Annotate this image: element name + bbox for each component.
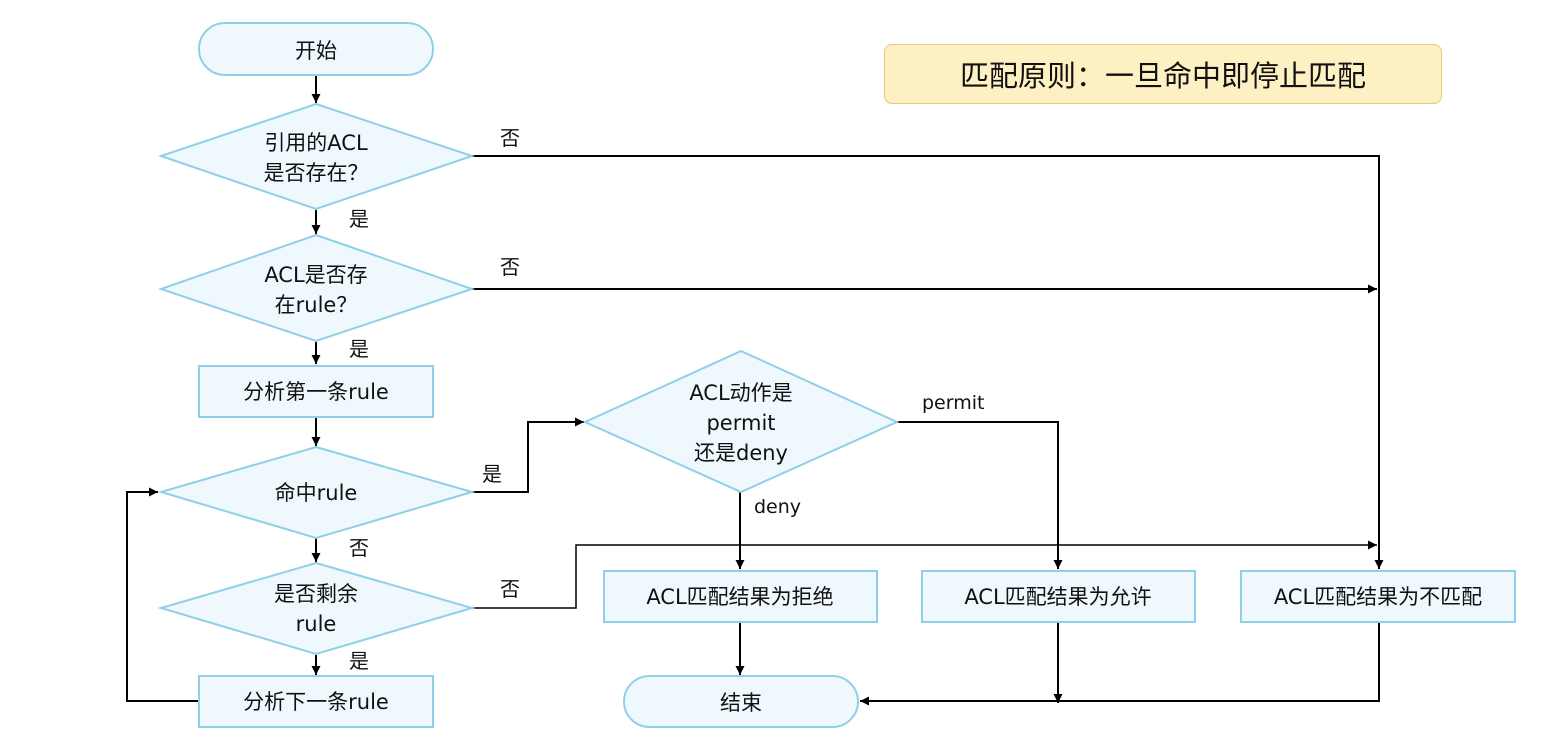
node-end[interactable]: 结束 bbox=[623, 675, 859, 728]
edge-remaining-no-to-nomatch bbox=[472, 540, 1377, 609]
node-action-line-3: 还是deny bbox=[694, 441, 788, 465]
matching-principle-note: 匹配原则：一旦命中即停止匹配 bbox=[884, 44, 1442, 104]
node-remaining-rule-line-2: rule bbox=[296, 612, 337, 636]
node-analyze-next-label: 分析下一条rule bbox=[243, 690, 389, 714]
label-acl-exists-no: 否 bbox=[500, 126, 520, 150]
node-acl-exists[interactable]: 引用的ACL 是否存在？ bbox=[157, 102, 476, 211]
edge-hit-yes-to-action bbox=[472, 417, 584, 493]
node-acl-exists-line-1: 引用的ACL bbox=[264, 131, 368, 155]
node-analyze-first[interactable]: 分析第一条rule bbox=[198, 365, 434, 418]
node-start-label: 开始 bbox=[295, 39, 337, 63]
node-start[interactable]: 开始 bbox=[198, 22, 434, 76]
edge-nomatch-to-end bbox=[860, 622, 1380, 706]
edges bbox=[126, 76, 1384, 706]
matching-principle-text: 匹配原则：一旦命中即停止匹配 bbox=[959, 59, 1366, 93]
edge-acl-exists-no-to-nomatch bbox=[472, 155, 1384, 569]
label-rule-exists-yes: 是 bbox=[349, 337, 369, 361]
label-hit-no: 否 bbox=[349, 536, 369, 560]
nodes: 开始 引用的ACL 是否存在？ ACL是否存 在rule？ 分析第一条rule … bbox=[157, 22, 1516, 728]
node-hit-rule[interactable]: 命中rule bbox=[157, 445, 476, 540]
node-result-deny-label: ACL匹配结果为拒绝 bbox=[646, 585, 833, 609]
node-action[interactable]: ACL动作是 permit 还是deny bbox=[582, 349, 900, 494]
label-hit-yes: 是 bbox=[482, 462, 502, 486]
edge-action-permit-to-result-permit bbox=[897, 421, 1063, 569]
node-end-label: 结束 bbox=[720, 691, 762, 715]
node-rule-exists-line-2: 在rule？ bbox=[275, 293, 358, 317]
node-result-permit-label: ACL匹配结果为允许 bbox=[964, 585, 1151, 609]
node-result-permit[interactable]: ACL匹配结果为允许 bbox=[921, 570, 1196, 623]
node-analyze-first-label: 分析第一条rule bbox=[243, 380, 389, 404]
node-rule-exists-line-1: ACL是否存 bbox=[264, 263, 367, 287]
edge-labels: 否 是 否 是 是 否 否 是 permit deny bbox=[349, 126, 984, 673]
label-permit: permit bbox=[922, 392, 984, 414]
node-result-nomatch[interactable]: ACL匹配结果为不匹配 bbox=[1240, 570, 1516, 623]
node-remaining-rule[interactable]: 是否剩余 rule bbox=[157, 561, 476, 656]
node-hit-rule-label: 命中rule bbox=[275, 481, 358, 505]
node-action-line-2: permit bbox=[706, 411, 775, 435]
node-result-nomatch-label: ACL匹配结果为不匹配 bbox=[1274, 585, 1482, 609]
node-acl-exists-line-2: 是否存在？ bbox=[264, 161, 369, 185]
node-action-line-1: ACL动作是 bbox=[689, 381, 792, 405]
label-rule-exists-no: 否 bbox=[500, 255, 520, 279]
label-deny: deny bbox=[754, 496, 801, 518]
label-remaining-no: 否 bbox=[500, 577, 520, 601]
edge-analyze-next-loop-to-hit bbox=[126, 487, 199, 702]
node-rule-exists[interactable]: ACL是否存 在rule？ bbox=[157, 233, 476, 343]
label-acl-exists-yes: 是 bbox=[349, 207, 369, 231]
node-analyze-next[interactable]: 分析下一条rule bbox=[198, 675, 434, 728]
node-result-deny[interactable]: ACL匹配结果为拒绝 bbox=[603, 570, 878, 623]
node-remaining-rule-line-1: 是否剩余 bbox=[274, 582, 358, 606]
label-remaining-yes: 是 bbox=[349, 649, 369, 673]
